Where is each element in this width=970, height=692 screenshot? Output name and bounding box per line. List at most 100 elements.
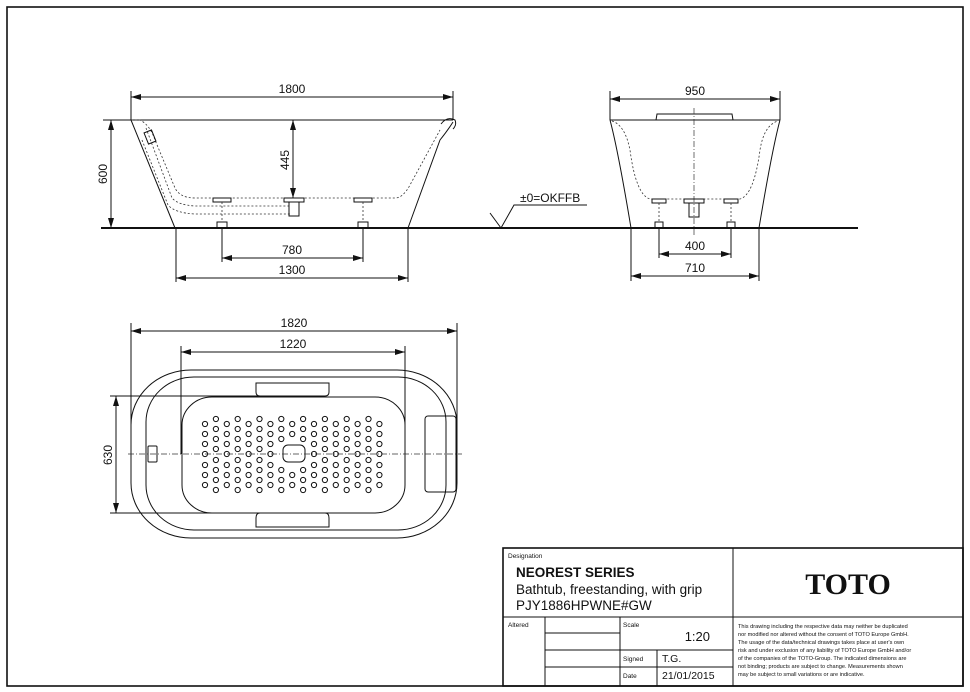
- anti-slip-dot: [245, 440, 252, 448]
- dim-label: 600: [96, 164, 110, 184]
- scale-value: 1:20: [685, 629, 710, 644]
- anti-slip-dot: [256, 486, 263, 494]
- anti-slip-dot: [300, 476, 307, 484]
- top-view: 1820 1220 630: [101, 316, 462, 539]
- grip-top: [255, 382, 330, 397]
- drain-fitting: [283, 197, 305, 217]
- end-view: 950 400 710: [609, 84, 781, 281]
- disclaimer-line: This drawing including the respective da…: [738, 624, 908, 630]
- anti-slip-dot: [321, 466, 328, 474]
- anti-slip-dot: [256, 466, 263, 474]
- anti-slip-dot: [256, 415, 263, 423]
- anti-slip-dot: [321, 456, 328, 464]
- title-block: Designation NEOREST SERIES Bathtub, free…: [502, 547, 964, 687]
- anti-slip-dot: [201, 481, 209, 489]
- drain-fitting: [683, 198, 705, 218]
- anti-slip-dot: [310, 420, 318, 428]
- anti-slip-dot: [354, 461, 361, 469]
- anti-slip-dots: [201, 415, 383, 494]
- anti-slip-dot: [365, 415, 372, 423]
- anti-slip-dot: [332, 440, 339, 448]
- anti-slip-dot: [300, 425, 307, 433]
- disclaimer-line: risk and under exclusion of any liabilit…: [738, 648, 911, 654]
- anti-slip-dot: [321, 425, 328, 433]
- anti-slip-dot: [245, 420, 252, 428]
- anti-slip-dot: [376, 471, 383, 479]
- anti-slip-dot: [245, 461, 252, 469]
- anti-slip-dot: [365, 445, 372, 453]
- anti-slip-dot: [201, 440, 209, 448]
- scale-label: Scale: [623, 622, 640, 629]
- anti-slip-dot: [310, 461, 318, 469]
- anti-slip-dot: [343, 486, 350, 494]
- foot-right: [353, 197, 373, 229]
- anti-slip-dot: [376, 430, 383, 438]
- anti-slip-dot: [300, 486, 307, 494]
- foot-left: [212, 197, 232, 229]
- anti-slip-dot: [212, 445, 219, 453]
- headrest-edge: [655, 113, 734, 121]
- anti-slip-dot: [223, 481, 230, 489]
- anti-slip-dot: [245, 471, 252, 479]
- dim-label: 1220: [280, 337, 307, 351]
- anti-slip-dot: [289, 430, 296, 438]
- anti-slip-dot: [234, 415, 241, 423]
- signed-value: T.G.: [662, 653, 681, 665]
- grip-icon: [440, 118, 457, 130]
- anti-slip-dot: [365, 476, 372, 484]
- anti-slip-dot: [365, 456, 372, 464]
- anti-slip-dot: [376, 420, 383, 428]
- anti-slip-dot: [365, 466, 372, 474]
- anti-slip-dot: [223, 430, 230, 438]
- anti-slip-dot: [343, 415, 350, 423]
- anti-slip-dot: [343, 466, 350, 474]
- anti-slip-dot: [376, 481, 383, 489]
- anti-slip-dot: [212, 486, 219, 494]
- anti-slip-dot: [310, 430, 318, 438]
- anti-slip-dot: [300, 466, 307, 474]
- disclaimer-line: may be subject to small variations or ar…: [738, 672, 865, 678]
- disclaimer-line: of the companies of the TOTO-Group. The …: [738, 656, 906, 662]
- anti-slip-dot: [256, 456, 263, 464]
- date-value: 21/01/2015: [662, 670, 715, 682]
- tub-rim-inner: [145, 376, 447, 531]
- grip-bottom: [255, 512, 330, 528]
- anti-slip-dot: [256, 425, 263, 433]
- anti-slip-dot: [278, 435, 285, 443]
- anti-slip-dot: [289, 481, 296, 489]
- anti-slip-dot: [343, 425, 350, 433]
- dim-label: 950: [685, 84, 705, 98]
- anti-slip-dot: [223, 471, 230, 479]
- anti-slip-dot: [321, 415, 328, 423]
- anti-slip-dot: [201, 471, 209, 479]
- drain: [282, 444, 306, 463]
- anti-slip-dot: [223, 440, 230, 448]
- anti-slip-dot: [267, 440, 274, 448]
- anti-slip-dot: [234, 425, 241, 433]
- tub-outline: [130, 119, 454, 229]
- anti-slip-dot: [376, 440, 383, 448]
- model-number: PJY1886HPWNE#GW: [516, 598, 652, 613]
- anti-slip-dot: [267, 471, 274, 479]
- anti-slip-dot: [256, 476, 263, 484]
- floor-level-symbol: [489, 204, 587, 229]
- anti-slip-dot: [278, 486, 285, 494]
- disclaimer-line: The usage of the data/technical drawings…: [738, 640, 904, 646]
- anti-slip-dot: [310, 471, 318, 479]
- dim-label: 780: [282, 243, 302, 257]
- floor-reference-label: ±0=OKFFB: [520, 191, 580, 205]
- anti-slip-dot: [300, 415, 307, 423]
- dim-label: 400: [685, 239, 705, 253]
- anti-slip-dot: [376, 461, 383, 469]
- anti-slip-dot: [310, 440, 318, 448]
- anti-slip-dot: [278, 425, 285, 433]
- tub-inner-line: [131, 119, 441, 199]
- anti-slip-dot: [321, 435, 328, 443]
- anti-slip-dot: [278, 415, 285, 423]
- anti-slip-dot: [310, 481, 318, 489]
- tub-end-outline: [609, 119, 781, 229]
- anti-slip-dot: [267, 481, 274, 489]
- anti-slip-dot: [267, 430, 274, 438]
- anti-slip-dot: [212, 425, 219, 433]
